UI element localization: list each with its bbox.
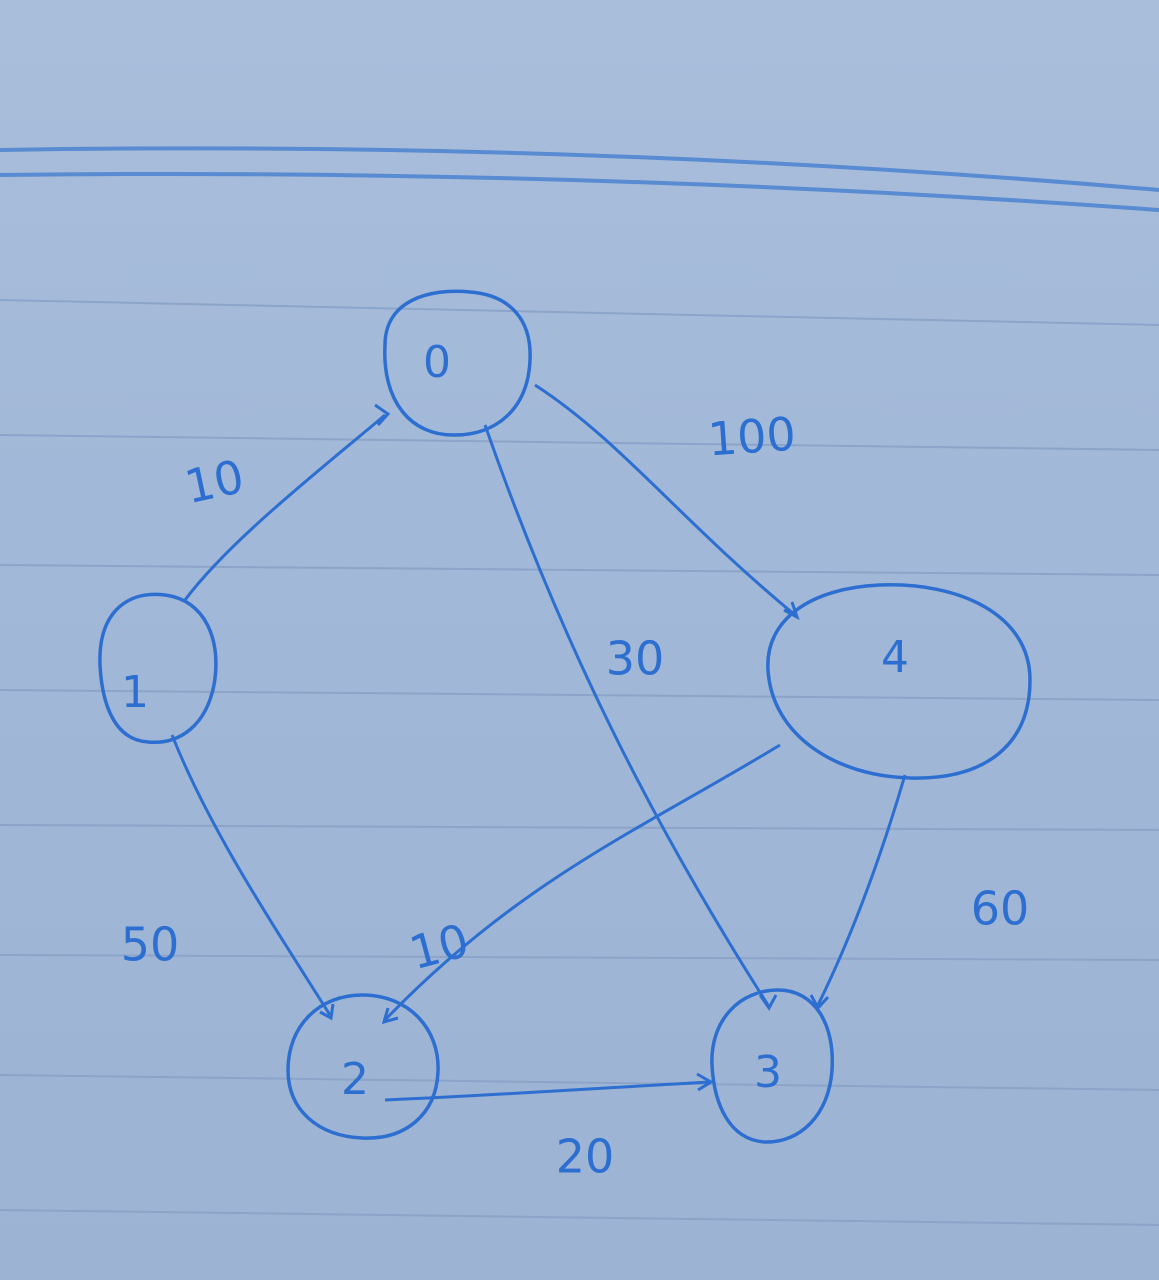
edge-1-2-arrowhead <box>319 1003 335 1021</box>
node-3: 3 <box>710 988 835 1144</box>
edge-0-3 <box>483 424 770 1006</box>
weight-0-4: 100 <box>706 407 797 467</box>
node-1: 1 <box>98 592 218 744</box>
edges <box>170 383 907 1102</box>
weight-4-3: 60 <box>971 882 1030 936</box>
node-3-label: 3 <box>754 1047 782 1098</box>
edge-1-0-arrowhead <box>374 403 391 427</box>
node-0-label: 0 <box>423 337 451 388</box>
weight-4-2: 10 <box>404 913 475 980</box>
edge-2-3-arrowhead <box>696 1072 714 1092</box>
node-4: 4 <box>766 583 1032 780</box>
edge-0-3-arrowhead <box>758 994 778 1011</box>
weight-1-2: 50 <box>121 918 180 972</box>
node-2-label: 2 <box>341 1054 369 1105</box>
node-2: 2 <box>286 993 440 1140</box>
weight-0-3: 30 <box>606 632 665 686</box>
weight-2-3: 20 <box>556 1130 615 1184</box>
edge-2-3 <box>384 1080 711 1102</box>
nodes: 0 1 2 3 4 <box>98 289 1032 1144</box>
weight-1-0: 10 <box>180 449 248 514</box>
edge-4-2 <box>383 743 781 1022</box>
edge-0-4-arrowhead <box>783 601 800 621</box>
node-4-label: 4 <box>881 632 909 683</box>
node-1-label: 1 <box>121 667 149 718</box>
edge-4-2-arrowhead <box>381 1007 399 1025</box>
ruled-lines <box>0 146 1159 1226</box>
edge-4-3 <box>816 774 907 1006</box>
node-0: 0 <box>383 289 532 437</box>
edge-1-2 <box>170 734 332 1016</box>
edge-1-0 <box>183 413 386 601</box>
edge-0-4 <box>534 383 796 617</box>
